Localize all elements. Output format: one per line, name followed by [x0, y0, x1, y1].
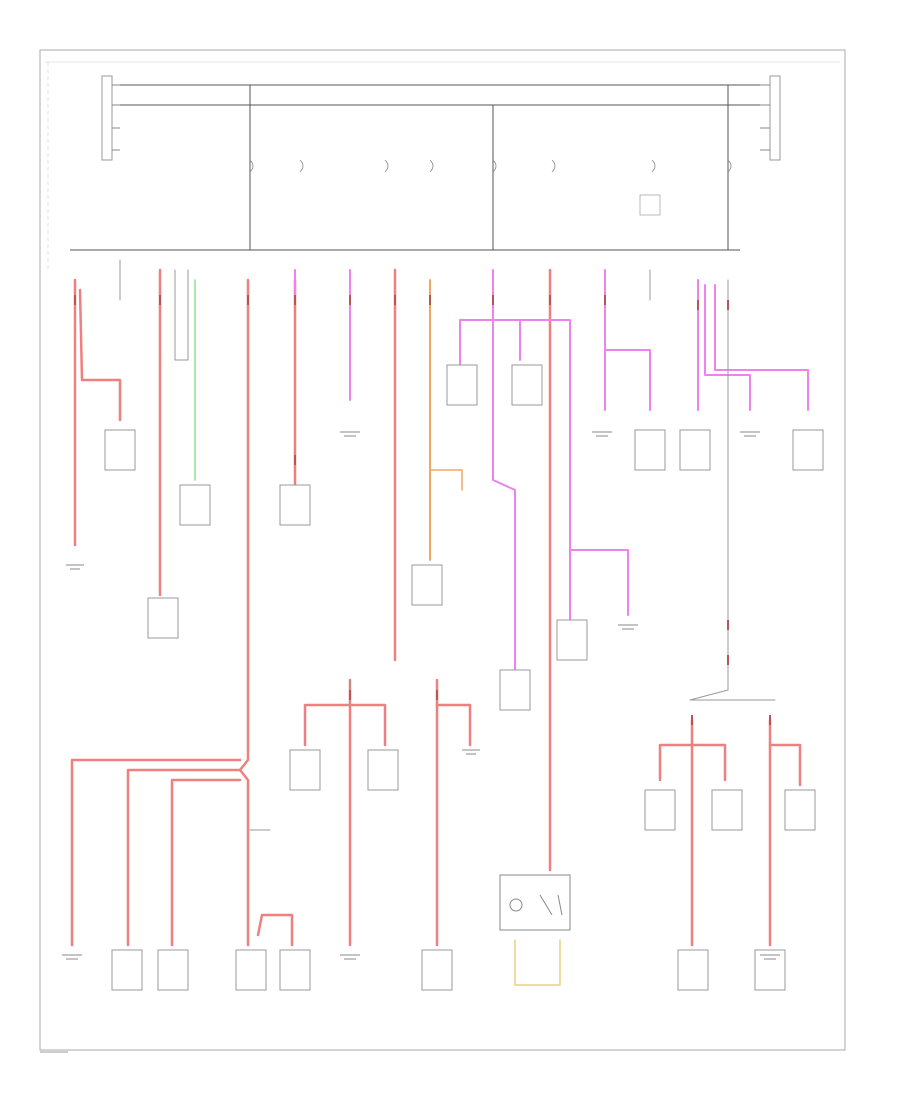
- component-box-icon: [411, 564, 443, 606]
- component-boxes: [104, 364, 824, 991]
- fuse-icon: [651, 159, 656, 173]
- orange-branch: [429, 469, 463, 491]
- component-box-icon: [644, 789, 676, 831]
- component-box-icon: [679, 429, 711, 471]
- component-box-icon: [511, 364, 543, 406]
- fuse-icons: [249, 159, 732, 216]
- component-box-icon: [147, 597, 179, 639]
- component-box-icon: [179, 484, 211, 526]
- component-box-icon: [111, 949, 143, 991]
- left-connector-block: [101, 75, 113, 161]
- power-buses: [101, 75, 781, 161]
- left-connector-pins: [112, 84, 120, 151]
- fuse-icon: [727, 159, 732, 173]
- small-relay-icon: [639, 194, 661, 216]
- ground-icon: [462, 749, 480, 755]
- red-wires: [70, 268, 802, 947]
- hazard-switch: [499, 874, 571, 931]
- component-box-icon: [367, 749, 399, 791]
- component-box-icon: [556, 619, 588, 661]
- fuse-icon: [551, 159, 556, 173]
- connector-marks: [74, 295, 771, 725]
- right-connector-block: [769, 75, 781, 161]
- component-box-icon: [279, 484, 311, 526]
- component-box-icon: [421, 949, 453, 991]
- fuse-icon: [492, 159, 497, 173]
- component-box-icon: [784, 789, 816, 831]
- component-box-icon: [499, 669, 531, 711]
- ground-icon: [66, 564, 84, 570]
- ground-icon: [340, 954, 360, 960]
- fuse-icon: [384, 159, 389, 173]
- yellow-wire: [514, 939, 561, 986]
- component-box-icon: [792, 429, 824, 471]
- ground-icon: [592, 431, 612, 437]
- right-connector-pins: [760, 84, 770, 151]
- fuse-icon: [249, 159, 254, 173]
- fuse-icon: [299, 159, 304, 173]
- diagram-frame: [39, 49, 846, 1051]
- component-box-icon: [104, 429, 136, 471]
- fuse-icon: [429, 159, 434, 173]
- component-box-icon: [235, 949, 267, 991]
- component-box-icon: [157, 949, 189, 991]
- ground-icon: [740, 431, 760, 437]
- gray-wires: [119, 259, 776, 831]
- component-box-icon: [754, 949, 786, 991]
- component-box-icon: [279, 949, 311, 991]
- ground-icon: [340, 431, 360, 437]
- ground-icon: [618, 624, 638, 630]
- component-box-icon: [289, 749, 321, 791]
- fuse-drops: [249, 85, 729, 250]
- ground-symbols: [62, 431, 780, 960]
- component-box-icon: [634, 429, 666, 471]
- component-box-icon: [446, 364, 478, 406]
- ground-icon: [760, 954, 780, 960]
- component-box-icon: [711, 789, 743, 831]
- ground-icon: [62, 954, 82, 960]
- component-box-icon: [677, 949, 709, 991]
- switch-icon: [499, 874, 571, 931]
